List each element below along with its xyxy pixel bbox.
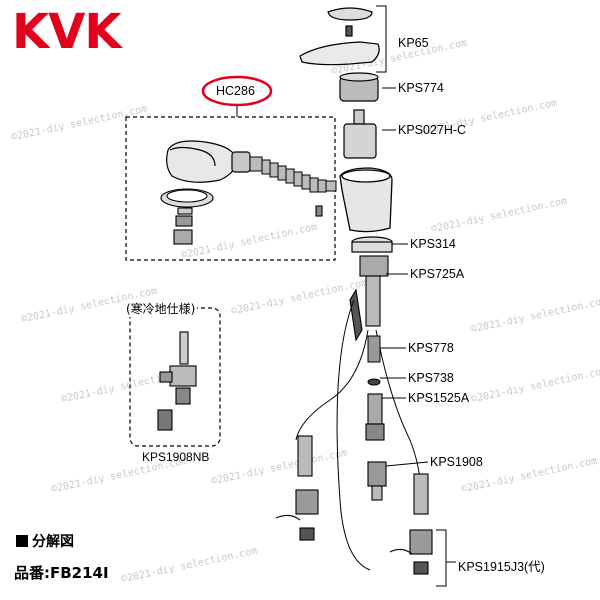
hc286-highlight-circle bbox=[201, 75, 273, 107]
mounting-shank bbox=[349, 255, 389, 342]
kps1908-part bbox=[367, 461, 387, 501]
cold-region-valve bbox=[157, 331, 197, 431]
cartridge bbox=[343, 109, 377, 159]
part-label-hc286: HC286 bbox=[216, 84, 255, 98]
shower-head bbox=[166, 140, 251, 183]
shower-head-parts bbox=[160, 188, 323, 245]
part-label-kps778: KPS778 bbox=[408, 341, 454, 355]
kps1525a-part bbox=[365, 393, 385, 441]
diagram-heading: 分解図 bbox=[16, 531, 74, 551]
part-label-kps027hc: KPS027H-C bbox=[398, 123, 467, 137]
part-label-kps1908: KPS1908 bbox=[430, 455, 483, 469]
shower-hose bbox=[249, 156, 337, 193]
right-hose-fittings bbox=[389, 473, 433, 575]
label-leader-lines bbox=[376, 5, 456, 587]
kps738-oring bbox=[367, 378, 381, 386]
part-label-kps738: KPS738 bbox=[408, 371, 454, 385]
model-number: 品番:FB214I bbox=[14, 564, 109, 582]
part-label-kps1908nb: KPS1908NB bbox=[142, 450, 210, 464]
square-bullet-icon bbox=[16, 535, 28, 547]
supply-tubes bbox=[295, 299, 421, 571]
faucet-body bbox=[339, 167, 393, 233]
left-hose-fittings bbox=[275, 435, 319, 541]
lever-handle bbox=[299, 7, 380, 66]
part-label-kps1915j3: KPS1915J3(代) bbox=[458, 560, 545, 574]
part-label-kps1525a: KPS1525A bbox=[408, 391, 470, 405]
diagram-heading-text: 分解図 bbox=[32, 534, 74, 550]
part-label-kps774: KPS774 bbox=[398, 81, 444, 95]
cap-nut bbox=[339, 72, 379, 102]
kps778-part bbox=[367, 335, 381, 363]
kvk-logo: KVK bbox=[12, 4, 122, 60]
cold-region-title: (寒冷地仕様) bbox=[124, 300, 198, 317]
part-label-kps314: KPS314 bbox=[410, 237, 456, 251]
base-ring bbox=[351, 236, 393, 253]
part-label-kp65: KP65 bbox=[398, 36, 429, 50]
part-label-kps725a: KPS725A bbox=[410, 267, 465, 281]
